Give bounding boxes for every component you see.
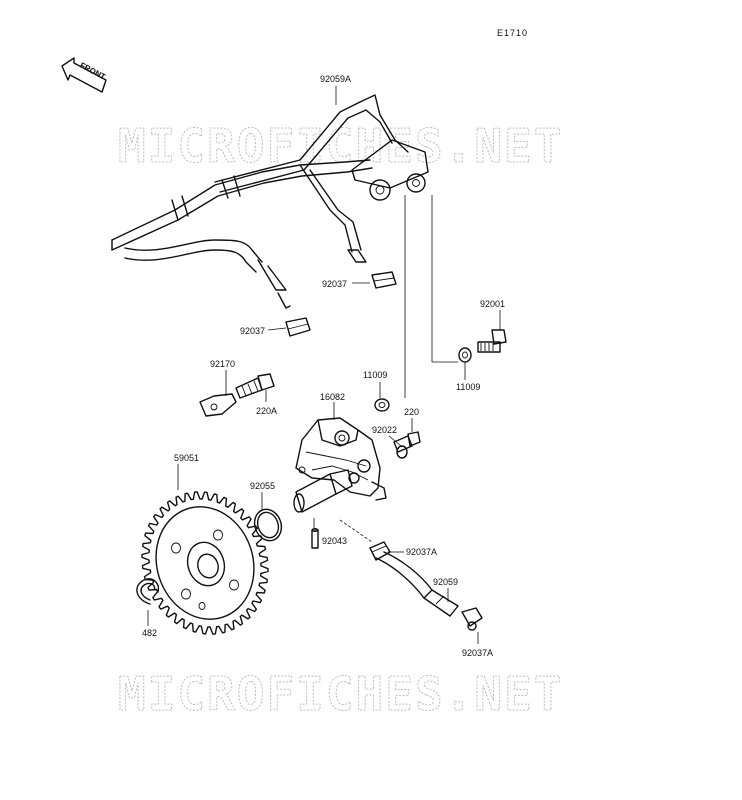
pin-92043	[311, 528, 319, 549]
diagram-code: E1710	[497, 28, 528, 38]
clamp-92037-lower	[285, 317, 311, 337]
label-92059A: 92059A	[320, 74, 351, 84]
clamp-92037A-lower	[461, 607, 483, 631]
label-92037A-upper: 92037A	[406, 547, 437, 557]
watermark-bottom: MICROFICHES.NET	[118, 667, 563, 721]
label-220: 220	[404, 407, 419, 417]
o-ring-92055	[253, 508, 283, 542]
label-16082: 16082	[320, 392, 345, 402]
front-arrow-icon: FRONT	[61, 57, 107, 93]
label-92037-upper: 92037	[322, 279, 347, 289]
clamp-92037-upper	[371, 271, 397, 289]
label-482: 482	[142, 628, 157, 638]
oil-pipe-assembly	[111, 94, 429, 309]
washer-11009-left	[374, 398, 390, 412]
hose-92059	[375, 551, 459, 617]
front-arrow-label: FRONT	[78, 61, 107, 82]
label-59051: 59051	[174, 453, 199, 463]
clamp-92037A-upper	[369, 541, 391, 561]
label-220A: 220A	[256, 406, 277, 416]
leader-lines	[147, 86, 501, 644]
gear-59051	[141, 491, 269, 635]
label-92037A-lower: 92037A	[462, 648, 493, 658]
label-92022: 92022	[372, 425, 397, 435]
bracket-92170	[199, 393, 237, 417]
label-11009-left: 11009	[363, 370, 387, 380]
label-92059: 92059	[433, 577, 458, 587]
label-11009-right: 11009	[456, 382, 480, 392]
oil-pump-16082	[293, 417, 387, 513]
washer-11009-right	[458, 347, 472, 363]
bolt-220A	[235, 373, 275, 399]
label-92001: 92001	[480, 299, 505, 309]
washer-92022	[396, 445, 408, 459]
label-92043: 92043	[322, 536, 347, 546]
circlip-482	[136, 578, 160, 605]
label-92037-lower: 92037	[240, 326, 265, 336]
bolt-92001	[477, 329, 507, 353]
bolt-220	[393, 431, 421, 453]
label-92170: 92170	[210, 359, 235, 369]
label-92055: 92055	[250, 481, 275, 491]
